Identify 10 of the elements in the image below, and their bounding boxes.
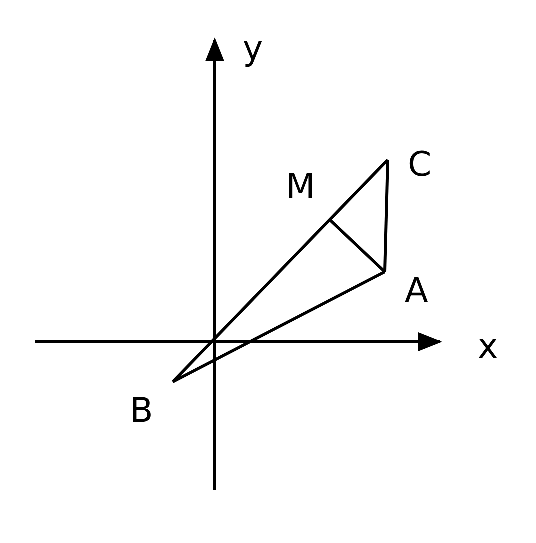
line-segment <box>328 218 386 274</box>
axis-label: y <box>243 32 264 66</box>
point-label: M <box>286 170 316 204</box>
point-label: C <box>408 148 432 182</box>
point-label: A <box>405 274 428 308</box>
axis-label: x <box>478 330 498 364</box>
line-segment <box>172 270 386 384</box>
line-segment <box>384 160 390 272</box>
line-segment <box>172 158 390 384</box>
point-label: B <box>130 394 154 428</box>
